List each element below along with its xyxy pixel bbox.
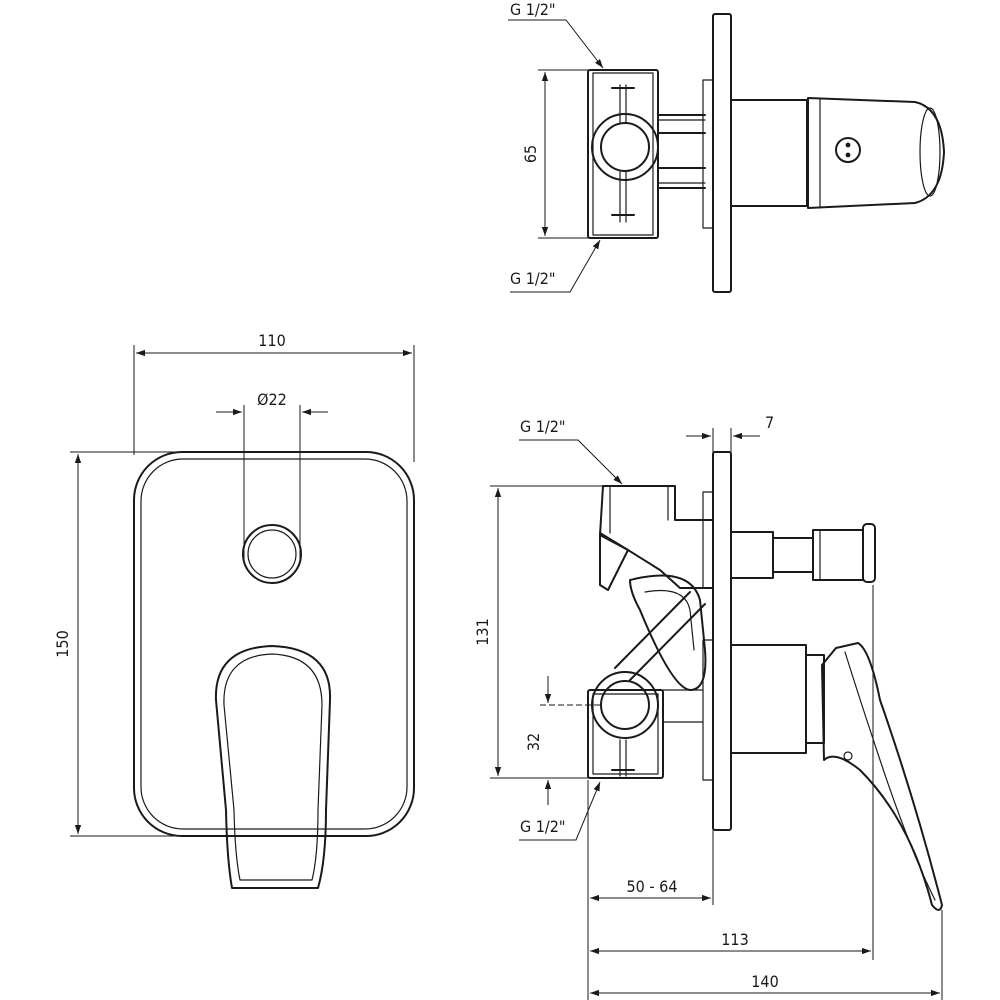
label-side-plate-thickness: 7 <box>765 413 774 432</box>
side-view-dimensions <box>490 428 943 1000</box>
label-side-height: 131 <box>473 618 492 645</box>
label-top-thread-lower: G 1/2" <box>510 269 556 288</box>
label-side-depth-rod: 113 <box>721 930 748 949</box>
label-side-outlet-offset: 32 <box>524 733 543 751</box>
front-view-dimensions <box>70 345 415 837</box>
front-view <box>133 451 415 889</box>
label-side-depth-range: 50 - 64 <box>627 877 678 896</box>
label-side-thread-lower: G 1/2" <box>520 817 566 836</box>
label-front-width: 110 <box>258 331 285 350</box>
dimension-labels: G 1/2" G 1/2" 65 110 Ø22 150 G 1/2" 7 13… <box>53 0 779 991</box>
label-front-hole-dia: Ø22 <box>257 390 287 409</box>
label-side-depth-total: 140 <box>751 972 778 991</box>
label-top-height: 65 <box>521 145 540 163</box>
label-top-thread-upper: G 1/2" <box>510 0 556 19</box>
side-view <box>587 451 943 911</box>
top-view <box>587 13 945 293</box>
label-side-thread-upper: G 1/2" <box>520 417 566 436</box>
top-view-dimensions <box>508 19 604 293</box>
label-front-height: 150 <box>53 630 72 657</box>
